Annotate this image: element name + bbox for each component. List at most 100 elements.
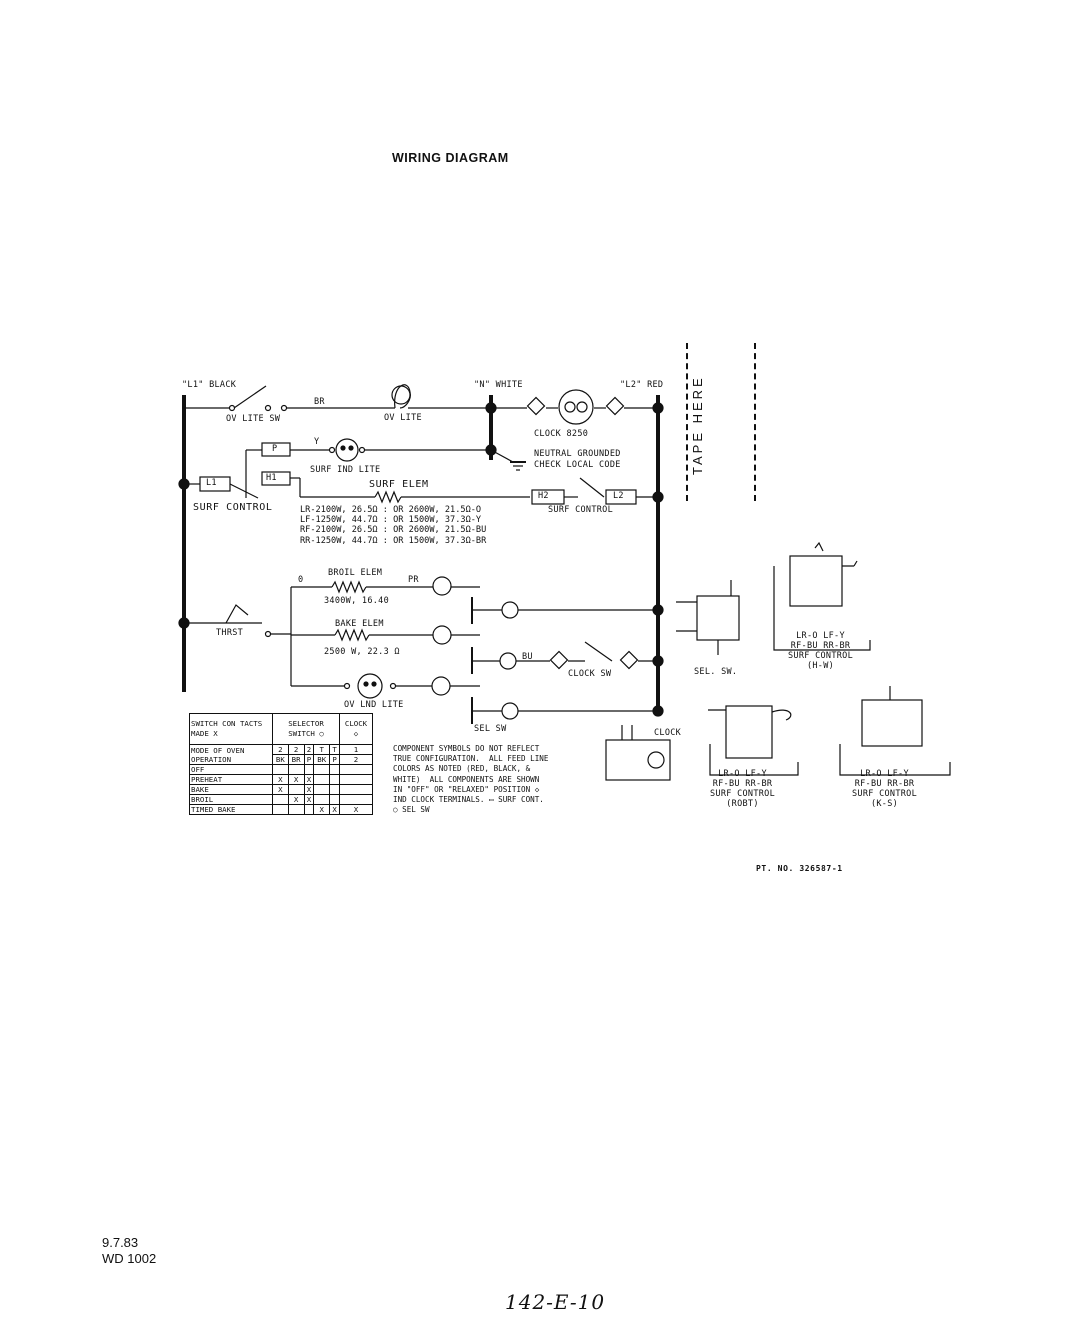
rating-lf: LF-1250W, 44.7Ω : OR 1500W, 37.3Ω-Y — [300, 515, 482, 526]
table-cell: 2 — [339, 754, 373, 765]
l2-box-label: L2 — [613, 491, 624, 501]
br-terminal-icon — [432, 576, 452, 596]
table-head-selector: SELECTOR SWITCH ○ — [272, 713, 340, 745]
lamp-dot — [371, 681, 377, 687]
surf-control-blade — [229, 483, 259, 499]
clock-motor-gear — [576, 401, 588, 413]
table-cell: X — [287, 794, 305, 805]
table-cell: P — [303, 754, 315, 765]
handwritten-code: 142-E-10 — [505, 1290, 606, 1314]
table-cell — [313, 774, 331, 785]
clock-block-icon — [605, 739, 671, 781]
wire — [814, 541, 824, 552]
table-cell: X — [313, 804, 331, 815]
bake-elem-label: BAKE ELEM — [335, 619, 384, 629]
table-cell: X — [287, 774, 305, 785]
junction-dot — [178, 478, 190, 490]
rating-lr: LR-2100W, 26.5Ω : OR 2600W, 21.5Ω-O — [300, 505, 482, 515]
table-cell: X — [339, 804, 373, 815]
surf-control-hw-icon — [789, 555, 843, 607]
thermostat-label: THRST — [216, 628, 244, 638]
broil-elem-resistor-icon — [331, 580, 367, 594]
table-cell — [287, 764, 305, 775]
t-terminal-icon — [499, 652, 517, 670]
surf-control-hw-name: SURF CONTROL — [788, 651, 854, 661]
terminal — [328, 446, 336, 454]
note-line: ○ SEL SW — [393, 805, 430, 815]
table-head-clock: CLOCK ◇ — [339, 713, 373, 745]
table-mode-label: MODE OF OVEN OPERATION — [189, 744, 273, 765]
table-row: BROIL X X — [189, 794, 373, 805]
surf-control-ks-line1: LR-O LF-Y — [860, 769, 909, 779]
table-cell: X — [303, 784, 315, 795]
table-cell — [303, 764, 315, 775]
h1-box-label: H1 — [266, 473, 277, 483]
doc-date: 9.7.83 — [102, 1235, 139, 1250]
note-line: TRUE CONFIGURATION. ALL FEED LINE — [393, 754, 549, 764]
l1-box-label: L1 — [206, 478, 217, 488]
table-cell: X — [272, 774, 289, 785]
ov-lnd-lite-icon — [357, 673, 383, 699]
sel-sw-block-icon — [696, 595, 740, 641]
row-timed-bake: TIMED BAKE — [189, 804, 273, 815]
junction-dot — [652, 402, 664, 414]
surf-control-right-label: SURF CONTROL — [548, 505, 614, 515]
l2-sel-terminal-icon — [501, 702, 519, 720]
h2-box-label: H2 — [538, 491, 549, 501]
surf-control-robt-caption: LR-O LF-Y RF-BU RR-BR SURF CONTROL (ROBT… — [710, 769, 775, 809]
l2-sel-terminal-icon — [501, 601, 519, 619]
doc-number: WD 1002 — [102, 1251, 157, 1266]
n-label: "N" WHITE — [474, 380, 523, 390]
table-cell — [303, 804, 315, 815]
surf-control-hw-caption: LR-O LF-Y RF-BU RR-BR SURF CONTROL (H-W) — [788, 631, 853, 671]
note-line: IN "OFF" OR "RELAXED" POSITION ◇ — [393, 784, 540, 794]
ov-lnd-lite-label: OV LND LITE — [344, 700, 404, 710]
note-line: COMPONENT SYMBOLS DO NOT REFLECT — [393, 744, 540, 753]
surf-control-ks-icon — [861, 699, 923, 747]
row-preheat: PREHEAT — [189, 774, 273, 785]
sel-sw-label: SEL SW — [474, 724, 507, 734]
note-line: WHITE) ALL COMPONENTS ARE SHOWN — [393, 774, 540, 784]
table-cell: T — [313, 744, 331, 755]
clock-motor-icon — [558, 389, 594, 425]
surf-ind-lite-label: SURF IND LITE — [310, 465, 381, 475]
surf-control-hw-line2: RF-BU RR-BR — [790, 641, 851, 651]
wire — [773, 566, 871, 651]
table-cell: 2 — [287, 744, 305, 755]
wire — [709, 744, 799, 776]
surf-elem-resistor-icon — [374, 490, 402, 504]
junction-dot — [652, 491, 664, 503]
table-cell — [272, 804, 289, 815]
table-cell: X — [303, 794, 315, 805]
surf-control-blade-right — [579, 477, 605, 498]
surf-control-left-label: SURF CONTROL — [193, 502, 273, 513]
clock-motor-gear — [564, 401, 576, 413]
ov-lite-switch-blade — [233, 385, 267, 409]
clock-terminal-4-icon — [526, 396, 546, 416]
row-broil: BROIL — [189, 794, 273, 805]
clock-terminal-1-icon — [605, 396, 625, 416]
surf-control-ks-name: SURF CONTROL — [852, 789, 918, 799]
surf-control-hw-line1: LR-O LF-Y — [796, 631, 845, 641]
table-cell: BK — [272, 754, 289, 765]
table-cell — [287, 784, 305, 795]
surf-control-hw-variant: (H-W) — [806, 661, 835, 671]
table-cell — [339, 784, 373, 795]
surf-control-robt-icon — [725, 705, 773, 759]
ov-lite-globe — [391, 385, 411, 405]
ov-lite-label: OV LITE — [384, 413, 422, 423]
clock-sw-label: CLOCK SW — [568, 669, 612, 679]
surf-control-ks-variant: (K-S) — [870, 799, 899, 809]
rating-rr: RR-1250W, 44.7Ω : OR 1500W, 37.3Ω-BR — [300, 535, 487, 546]
wire — [771, 709, 792, 721]
tape-area — [686, 343, 756, 501]
rating-rf: RF-2100W, 26.5Ω : OR 2600W, 21.5Ω-BU — [300, 525, 487, 536]
terminal — [280, 404, 288, 412]
surf-control-robt-line1: LR-O LF-Y — [718, 769, 767, 779]
bake-rating-label: 2500 W, 22.3 Ω — [324, 647, 400, 657]
bu-wire-label: BU — [522, 652, 533, 662]
l2-label: "L2" RED — [620, 380, 664, 390]
table-cell: X — [329, 804, 340, 815]
